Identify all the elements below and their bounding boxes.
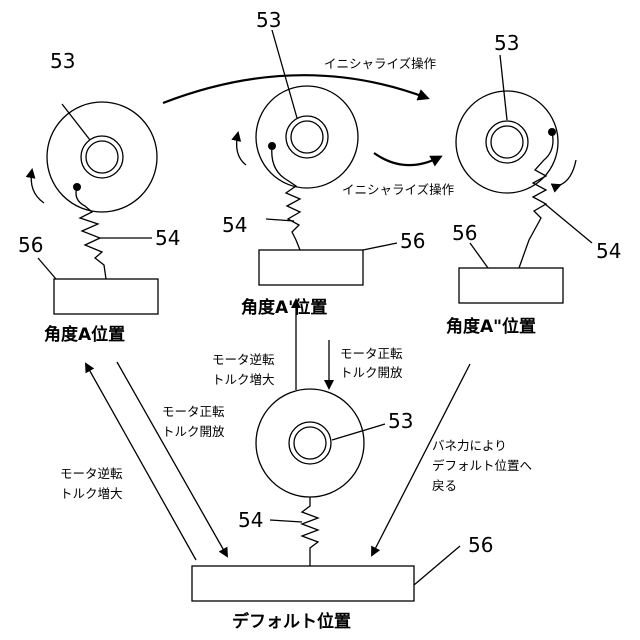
disc-outer [47,102,157,212]
note-motor-fwd-center-2: トルク開放 [340,365,403,380]
spring [272,146,300,250]
note-motor-fwd-left-2: トルク開放 [162,424,225,439]
leader-53 [332,424,385,440]
leader-56 [38,258,56,279]
leader-53 [272,30,297,118]
leader-56 [470,243,488,268]
state-label-angle-a-dprime: 角度A"位置 [446,316,536,337]
leader-56 [363,243,397,250]
ref-56: 56 [18,233,43,257]
arrow-motor-rev-left [86,364,196,560]
note-spring-return-2: デフォルト位置へ [432,458,532,473]
disc-ring [81,136,123,178]
unit-default: 53 54 56 デフォルト位置 [192,389,493,632]
ref-54: 54 [222,213,247,237]
arrow-init-mid [374,153,440,165]
ref-54: 54 [238,508,263,532]
disc-ring [289,422,331,464]
ref-54: 54 [596,239,621,263]
ref-53: 53 [388,409,413,433]
leader-54 [270,520,302,522]
state-label-default: デフォルト位置 [232,611,351,632]
rotation-arrow [560,160,576,185]
arrow-init-top [163,75,427,103]
leader-53 [62,104,90,140]
note-init-mid: イニシャライズ操作 [342,182,455,197]
disc-hub [491,126,523,158]
disc-hub [86,141,118,173]
note-spring-return-1: バネ力により [432,438,507,453]
block [54,279,158,314]
ref-56: 56 [452,221,477,245]
note-motor-rev-center-1: モータ逆転 [212,352,275,367]
note-motor-rev-left-1: モータ逆転 [60,466,123,481]
rotation-arrow [31,170,44,203]
state-label-angle-a: 角度A位置 [44,324,125,345]
ref-54: 54 [155,226,180,250]
disc-ring [486,121,528,163]
ref-56: 56 [400,229,425,253]
block [459,268,563,303]
disc-outer [256,86,358,188]
note-motor-fwd-center-1: モータ正転 [340,346,403,361]
disc-hub [294,427,326,459]
spring [76,187,106,279]
leader-56 [414,546,460,585]
disc-outer [256,389,364,497]
unit-angle-a: 53 54 56 角度A位置 [18,49,180,345]
arrow-motor-fwd-left [117,362,227,556]
ref-53: 53 [494,31,519,55]
note-init-top: イニシャライズ操作 [324,56,437,71]
spring [302,497,318,566]
spring [519,132,553,268]
disc-hub [291,121,323,153]
unit-angle-a-dprime: 53 54 56 角度A"位置 [446,31,621,337]
rotation-arrow [237,133,246,165]
leader-54 [545,204,592,243]
note-spring-return-3: 戻る [432,478,457,493]
block [259,250,363,285]
note-motor-fwd-left-1: モータ正転 [162,404,225,419]
leader-53 [500,55,507,120]
state-label-angle-a-prime: 角度A'位置 [241,297,327,318]
ref-53: 53 [256,8,281,32]
block [192,566,414,601]
ref-53: 53 [50,49,75,73]
note-motor-rev-center-2: トルク増大 [212,372,275,387]
note-motor-rev-left-2: トルク増大 [60,486,123,501]
ref-56: 56 [468,533,493,557]
disc-ring [286,116,328,158]
